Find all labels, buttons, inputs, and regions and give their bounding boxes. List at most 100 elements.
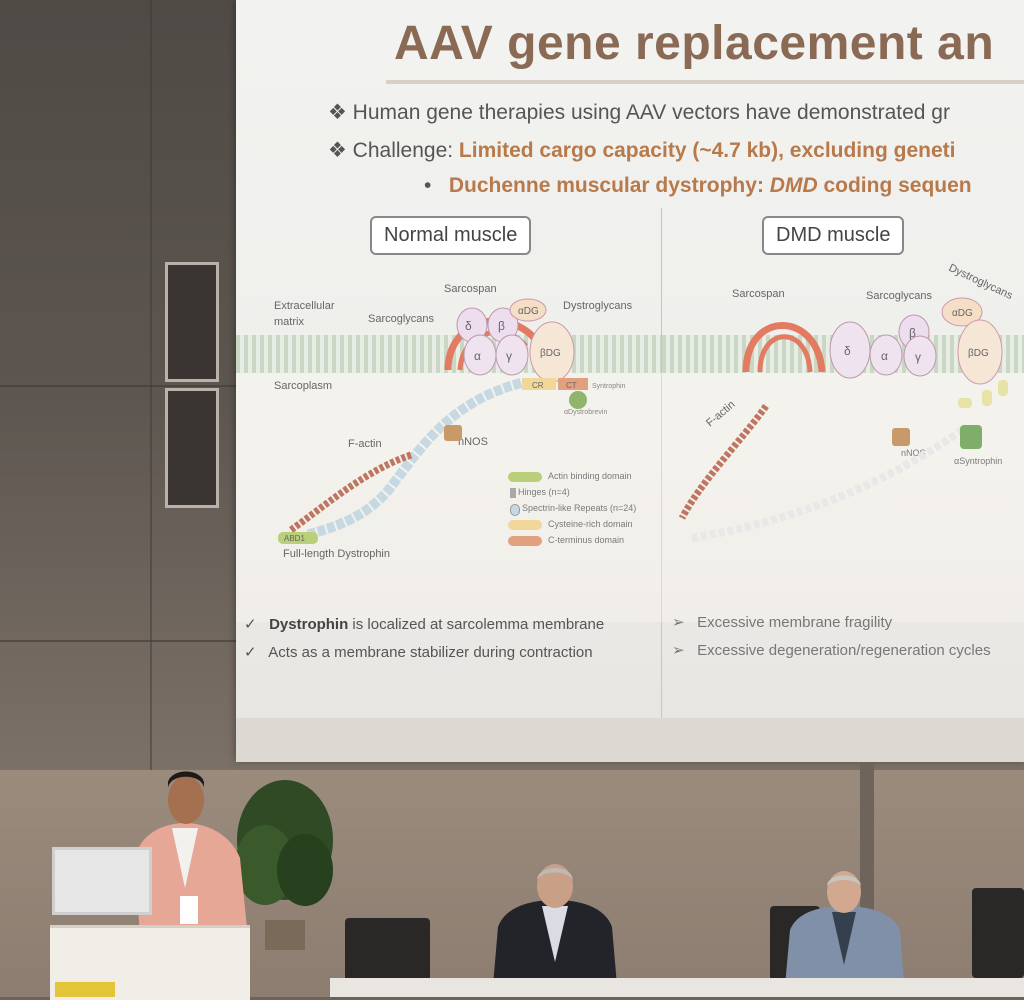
dmd-gamma-text: γ bbox=[915, 350, 921, 364]
plant-foliage bbox=[277, 834, 333, 906]
bullet-2-highlight: Limited cargo capacity (~4.7 kb), exclud… bbox=[458, 139, 956, 162]
projection-screen: AAV gene replacement an ❖ Human gene the… bbox=[236, 0, 1024, 760]
dmd-alpha-text: α bbox=[881, 349, 888, 363]
f-actin-filament bbox=[288, 451, 413, 533]
ct-domain bbox=[558, 378, 588, 390]
label-nnos: nNOS bbox=[458, 436, 488, 448]
gamma-text: γ bbox=[506, 349, 512, 363]
legend-swatch bbox=[510, 488, 516, 498]
dystrobrevin-text: αDystrobrevin bbox=[564, 409, 607, 416]
dmd-item-text: Excessive degeneration/regeneration cycl… bbox=[697, 642, 991, 659]
check-item-2: ✓ Acts as a membrane stabilizer during c… bbox=[244, 643, 593, 661]
legend-text: Cysteine-rich domain bbox=[548, 519, 633, 529]
wall-seam-vertical bbox=[150, 0, 152, 770]
dmd-fragment-shape bbox=[982, 390, 992, 406]
podium-sign bbox=[55, 982, 115, 997]
cr-domain bbox=[522, 378, 556, 390]
legend-text: Hinges (n=4) bbox=[518, 487, 570, 497]
cr-text: CR bbox=[532, 381, 544, 390]
chair bbox=[972, 888, 1024, 978]
label-dystroglycans: Dystroglycans bbox=[563, 300, 633, 312]
dmd-fragment-shape bbox=[958, 398, 972, 408]
screen-bottom-band bbox=[236, 718, 1024, 762]
abd-text: ABD1 bbox=[284, 534, 305, 543]
gamma-sarcoglycan bbox=[495, 334, 529, 376]
label-sarcospan: Sarcospan bbox=[444, 283, 497, 295]
title-underline bbox=[386, 80, 1024, 84]
dystrophin-rod bbox=[304, 378, 523, 540]
panelist-head bbox=[827, 871, 861, 913]
legend-swatch bbox=[508, 472, 542, 482]
check-icon: ✓ bbox=[244, 616, 257, 633]
dmd-gamma-sarcoglycan bbox=[903, 335, 937, 377]
panel-table bbox=[330, 978, 1024, 997]
check-item-1: ✓ Dystrophin is localized at sarcolemma … bbox=[244, 615, 604, 633]
dmd-bdg-text: βDG bbox=[968, 348, 989, 359]
bullet-3-italic: DMD bbox=[769, 174, 818, 197]
bullet-2-prefix: Challenge: bbox=[352, 139, 459, 162]
check-text: Acts as a membrane stabilizer during con… bbox=[268, 644, 593, 661]
legend-swatch bbox=[510, 504, 520, 516]
wall-seam bbox=[0, 640, 240, 642]
dmd-label-sarcoglycans: Sarcoglycans bbox=[866, 290, 933, 302]
speaker-jacket bbox=[135, 823, 248, 938]
label-full-length: Full-length Dystrophin bbox=[283, 548, 390, 560]
slide-title: AAV gene replacement an bbox=[394, 17, 995, 70]
dmd-item-1: ➢ Excessive membrane fragility bbox=[672, 613, 892, 631]
dmd-label-syntrophin: αSyntrophin bbox=[954, 456, 1003, 466]
arrow-icon: ➢ bbox=[672, 614, 685, 631]
label-matrix: matrix bbox=[274, 316, 304, 328]
delta-text: δ bbox=[465, 319, 472, 333]
dmd-beta-dystroglycan bbox=[957, 319, 1003, 385]
dmd-label-nnos: nNOS bbox=[901, 448, 926, 458]
dmd-missing-dystrophin bbox=[691, 426, 965, 542]
bullet-symbol: ❖ bbox=[328, 101, 347, 124]
dmd-alpha-sarcoglycan bbox=[869, 334, 903, 376]
bullet-1-text: Human gene therapies using AAV vectors h… bbox=[352, 101, 950, 124]
dmd-label-sarcospan: Sarcospan bbox=[732, 288, 785, 300]
podium-monitor bbox=[52, 847, 152, 915]
bullet-3-prefix: Duchenne muscular dystrophy: bbox=[448, 174, 770, 197]
slide-bullet-2: ❖ Challenge: Limited cargo capacity (~4.… bbox=[328, 138, 955, 163]
speaker-shirt bbox=[172, 828, 198, 888]
dmd-sarcospan-shape bbox=[742, 322, 826, 373]
dmd-f-actin-filament bbox=[678, 403, 769, 520]
speaker-person bbox=[135, 771, 248, 938]
wall-speaker-top bbox=[165, 262, 219, 382]
legend-text: Spectrin-like Repeats (n=24) bbox=[522, 503, 637, 513]
legend-swatch bbox=[508, 536, 542, 546]
syntrophin-text: Syntrophin bbox=[592, 383, 626, 390]
panelist-hair bbox=[537, 868, 573, 880]
dmd-delta-text: δ bbox=[844, 344, 851, 358]
potted-plant bbox=[235, 780, 333, 950]
sarcoplasm-area bbox=[236, 372, 1024, 622]
speaker-hair bbox=[168, 771, 204, 788]
slide-bullet-3: • Duchenne muscular dystrophy: DMD codin… bbox=[424, 174, 972, 198]
alpha-dystroglycan bbox=[509, 298, 547, 322]
panelist-right bbox=[784, 871, 905, 997]
wall-seam bbox=[0, 385, 240, 387]
dmd-beta-text: β bbox=[909, 326, 916, 340]
slide-bullet-1: ❖ Human gene therapies using AAV vectors… bbox=[328, 100, 950, 125]
label-extracellular: Extracellular bbox=[274, 300, 335, 312]
arrow-icon: ➢ bbox=[672, 642, 685, 659]
legend-text: Actin binding domain bbox=[548, 471, 632, 481]
bullet-symbol: ❖ bbox=[328, 139, 347, 162]
normal-muscle-label: Normal muscle bbox=[370, 216, 532, 255]
check-bold: Dystrophin bbox=[269, 616, 349, 633]
plant-pot bbox=[265, 920, 305, 950]
panelist-center bbox=[492, 864, 618, 997]
dmd-muscle-label: DMD muscle bbox=[762, 216, 905, 255]
check-text: is localized at sarcolemma membrane bbox=[348, 616, 605, 633]
abd-shape bbox=[278, 532, 318, 544]
alpha-text: α bbox=[474, 349, 481, 363]
bdg-text: βDG bbox=[540, 348, 561, 359]
panelist-shirt bbox=[832, 912, 856, 965]
beta-text: β bbox=[498, 319, 505, 333]
dystrobrevin-shape bbox=[569, 391, 587, 409]
adg-text: αDG bbox=[518, 306, 539, 317]
panelist-hair bbox=[827, 875, 861, 886]
legend-swatch bbox=[508, 520, 542, 530]
speaker-head bbox=[168, 776, 204, 824]
panelist-head bbox=[537, 864, 573, 908]
